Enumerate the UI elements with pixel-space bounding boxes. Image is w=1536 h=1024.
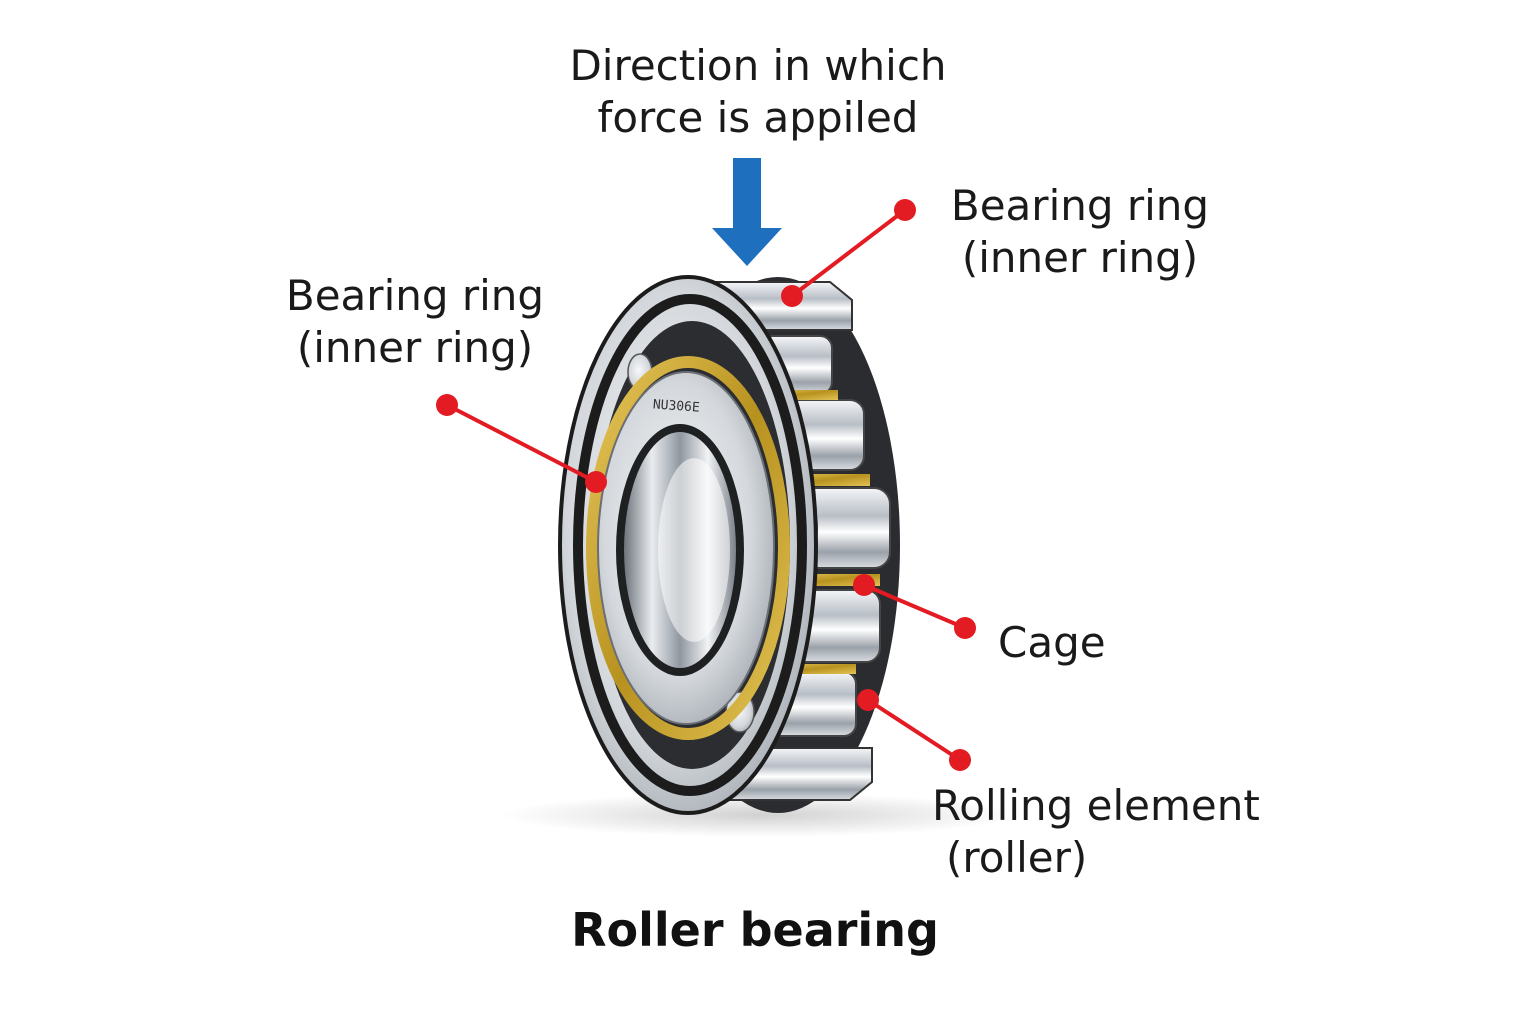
bearing-ring-right-line1: Bearing ring [950, 181, 1210, 230]
cage-bar [770, 664, 856, 674]
leader-dot [894, 199, 916, 221]
rolling-element-label-line2: (roller) [946, 833, 1088, 882]
diagram-caption: Roller bearing [571, 903, 939, 957]
bearing-shadow [500, 793, 1020, 837]
leader-ring-left [446, 403, 597, 484]
bearing-ring-label-left: Bearing ring (inner ring) [286, 270, 544, 374]
force-arrow-icon [712, 158, 782, 266]
cage-label: Cage [998, 617, 1106, 669]
leader-dot [954, 617, 976, 639]
leader-roller [866, 698, 962, 762]
bearing-ring-right-line2: (inner ring) [961, 233, 1199, 282]
force-direction-label-line2: force is appiled [597, 93, 919, 142]
leader-lines [436, 199, 976, 771]
leader-dot [949, 749, 971, 771]
outer-ring-groove [573, 294, 807, 796]
bearing-ring-left-line1: Bearing ring [285, 271, 545, 320]
cage-ring [586, 356, 790, 740]
leader-dot [857, 689, 879, 711]
leader-ring-right [790, 208, 907, 298]
leader-dot [436, 394, 458, 416]
cage-bar [756, 390, 838, 400]
cage-label-line1: Cage [998, 618, 1106, 667]
rolling-element-label: Rolling element (roller) [932, 780, 1260, 884]
leader-dot [781, 285, 803, 307]
bearing-ring-left-line2: (inner ring) [296, 323, 534, 372]
rolling-element-label-line1: Rolling element [932, 781, 1260, 830]
leader-cage [863, 583, 966, 630]
leader-dot [585, 471, 607, 493]
force-direction-label-line1: Direction in which [569, 41, 947, 90]
force-direction-label: Direction in which force is appiled [569, 40, 946, 144]
engraving: NU306E [652, 397, 700, 415]
inner-ring-bore-back [658, 458, 730, 642]
bearing-ring-label-right: Bearing ring (inner ring) [951, 180, 1209, 284]
leader-dot [853, 574, 875, 596]
